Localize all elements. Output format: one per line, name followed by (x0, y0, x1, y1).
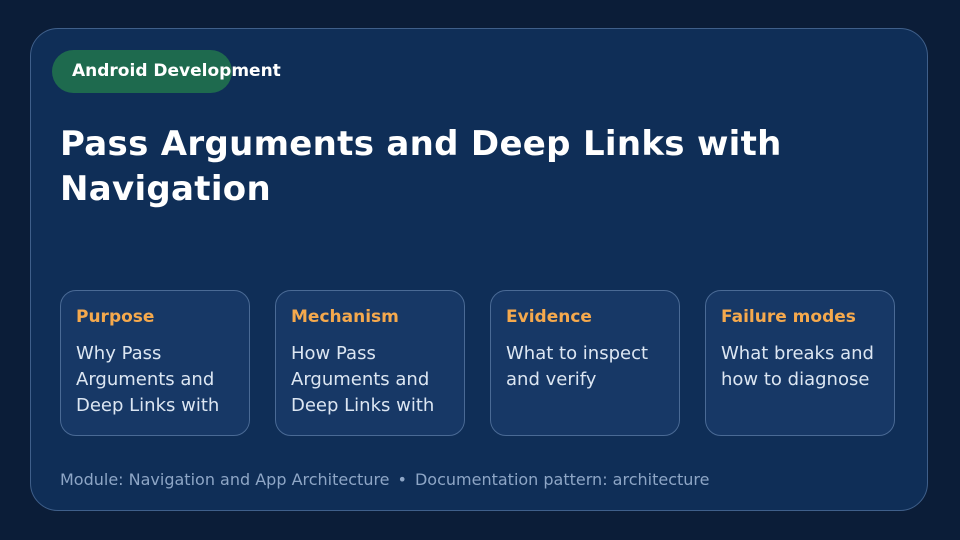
tile-evidence: Evidence What to inspect and verify (490, 290, 680, 436)
tile-body: What breaks and how to diagnose (721, 343, 874, 390)
footer-module: Module: Navigation and App Architecture (60, 470, 390, 489)
tile-heading: Mechanism (291, 307, 399, 327)
slide-card (30, 28, 928, 511)
tile-heading: Purpose (76, 307, 155, 327)
page-title: Pass Arguments and Deep Links with Navig… (60, 124, 782, 209)
category-badge-label: Android Development (72, 61, 281, 81)
tile-heading: Evidence (506, 307, 592, 327)
footer-separator: • (397, 470, 407, 489)
tile-body: Why Pass Arguments and Deep Links with (76, 343, 220, 416)
tile-body: How Pass Arguments and Deep Links with (291, 343, 435, 416)
tile-heading: Failure modes (721, 307, 856, 327)
tile-purpose: Purpose Why Pass Arguments and Deep Link… (60, 290, 250, 436)
tile-mechanism: Mechanism How Pass Arguments and Deep Li… (275, 290, 465, 436)
footer-meta: Module: Navigation and App Architecture •… (60, 470, 709, 490)
category-badge: Android Development (52, 50, 281, 93)
tile-failure-modes: Failure modes What breaks and how to dia… (705, 290, 895, 436)
tile-body: What to inspect and verify (506, 343, 649, 390)
footer-pattern: Documentation pattern: architecture (414, 470, 710, 489)
